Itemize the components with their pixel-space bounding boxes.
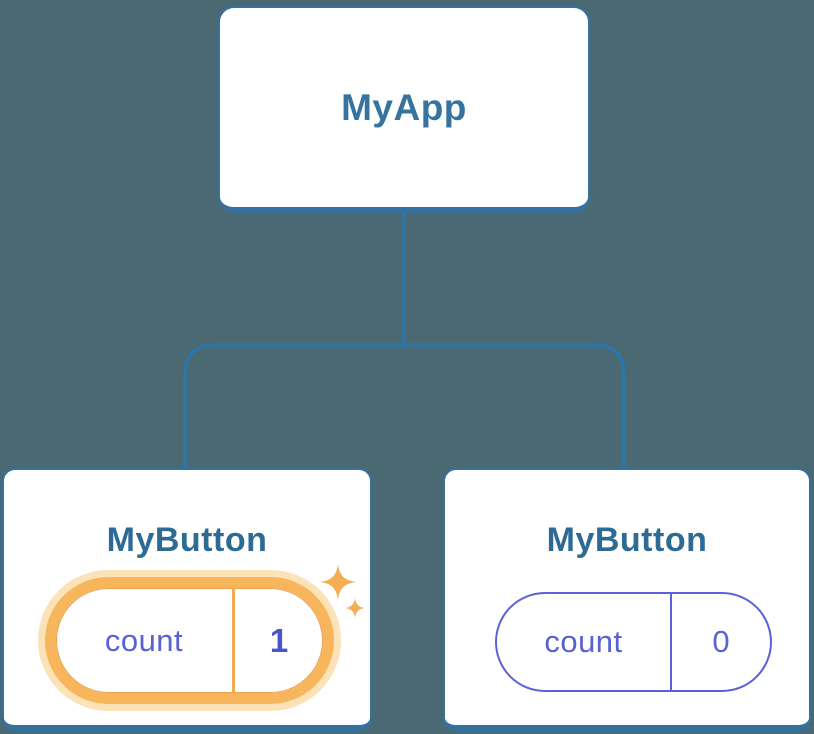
- child-component-label: MyButton: [106, 521, 268, 559]
- state-key-section: count: [56, 588, 232, 693]
- state-badge-plain: count 0: [495, 592, 772, 692]
- child-component-label: MyButton: [546, 521, 708, 559]
- state-value: 0: [712, 624, 730, 659]
- state-key-section: count: [497, 594, 670, 690]
- root-component-label: MyApp: [341, 86, 467, 128]
- state-value: 1: [269, 621, 289, 659]
- state-divider: [670, 594, 672, 690]
- state-key-label: count: [104, 622, 184, 658]
- state-badge-highlighted: count 1: [45, 577, 334, 704]
- sparkle-icon-large: [320, 564, 356, 600]
- component-node-button-2: MyButton count 0: [443, 468, 811, 731]
- state-value-section: 0: [672, 594, 770, 690]
- component-node-button-1: MyButton count 1: [2, 468, 372, 731]
- component-node-root: MyApp: [218, 6, 590, 213]
- state-key-label: count: [544, 624, 623, 659]
- sparkle-icon-small: [345, 598, 365, 618]
- state-value-section: 1: [235, 588, 323, 693]
- state-divider: [232, 588, 235, 693]
